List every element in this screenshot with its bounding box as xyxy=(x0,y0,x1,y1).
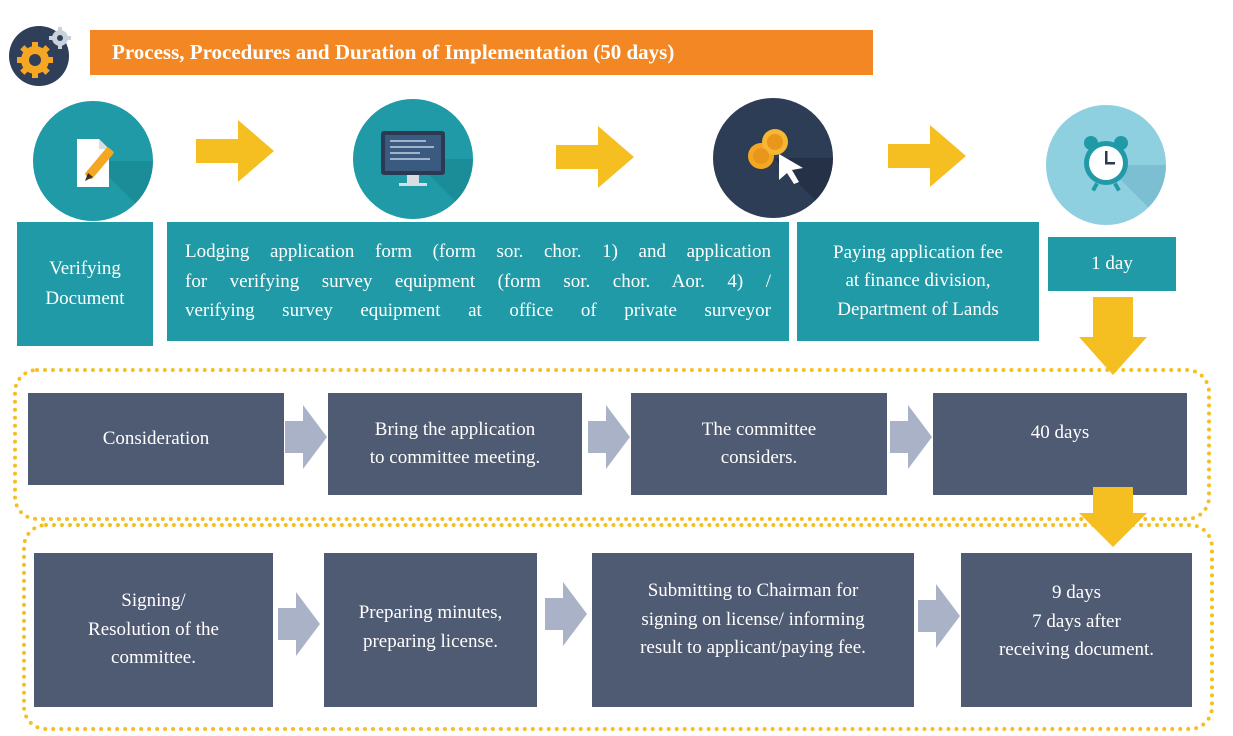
step-consideration: Consideration xyxy=(28,393,284,485)
duration-badge: 40 days xyxy=(933,393,1187,495)
arrow-right-icon xyxy=(196,120,274,182)
arrow-right-icon xyxy=(545,582,587,646)
step-text-line: Lodging application form (form sor. chor… xyxy=(185,241,771,263)
duration-badge: 1 day xyxy=(1048,237,1176,291)
step-text-line: verifying survey equipment at office of … xyxy=(185,300,771,322)
signing-group xyxy=(22,523,1214,731)
arrow-down-icon xyxy=(1079,297,1147,375)
step-bring-application: Bring the application to committee meeti… xyxy=(328,393,582,495)
step-lodging-application: Lodging application form (form sor. chor… xyxy=(167,222,789,341)
arrow-right-icon xyxy=(918,584,960,648)
arrow-down-icon xyxy=(1079,487,1147,547)
alarm-clock-icon xyxy=(1046,105,1166,225)
page-title: Process, Procedures and Duration of Impl… xyxy=(90,30,873,75)
arrow-right-icon xyxy=(556,126,634,188)
step-verifying-document: Verifying Document xyxy=(17,222,153,346)
step-text-line: for verifying survey equipment (form sor… xyxy=(185,270,771,292)
step-signing-resolution: Signing/ Resolution of the committee. xyxy=(34,553,273,707)
duration-badge: 9 days 7 days after receiving document. xyxy=(961,553,1192,707)
arrow-right-icon xyxy=(890,405,932,469)
step-preparing-minutes: Preparing minutes, preparing license. xyxy=(324,553,537,707)
gear-logo-icon xyxy=(5,18,85,86)
arrow-right-icon xyxy=(588,405,630,469)
arrow-right-icon xyxy=(278,592,320,656)
arrow-right-icon xyxy=(888,125,966,187)
computer-monitor-icon xyxy=(353,99,473,219)
document-pen-icon xyxy=(33,101,153,221)
step-committee-considers: The committee considers. xyxy=(631,393,887,495)
consideration-group xyxy=(13,368,1211,521)
coins-cursor-icon xyxy=(713,98,833,218)
step-paying-fee: Paying application fee at finance divisi… xyxy=(797,222,1039,341)
step-submitting-chairman: Submitting to Chairman for signing on li… xyxy=(592,553,914,707)
arrow-right-icon xyxy=(285,405,327,469)
